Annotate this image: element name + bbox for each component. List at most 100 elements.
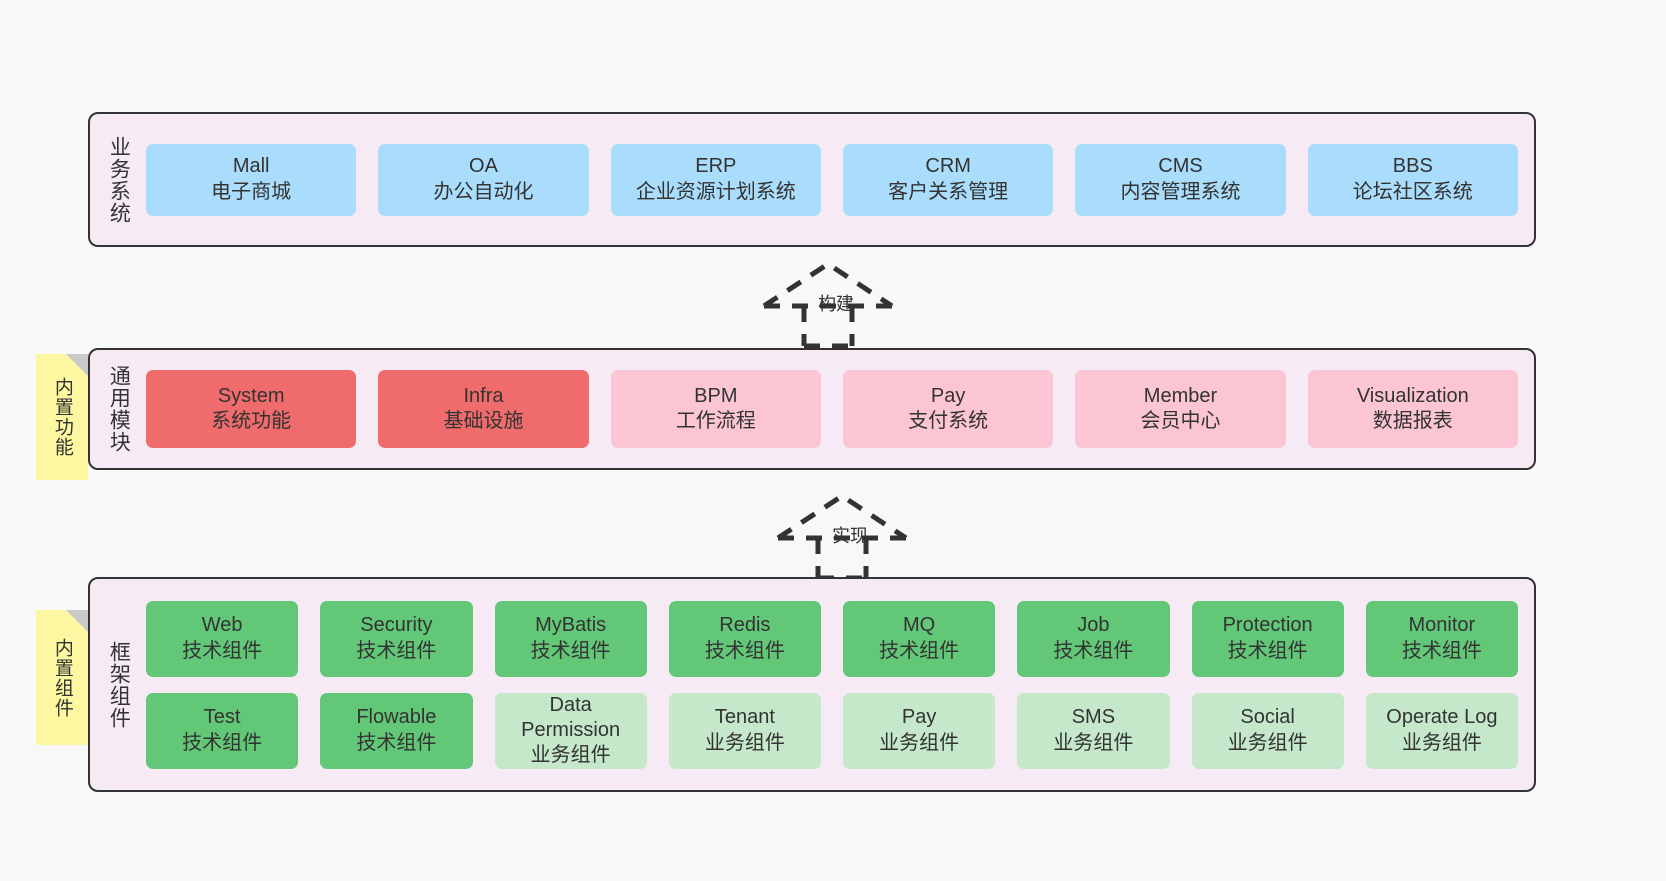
card-title-cn: 基础设施	[443, 410, 524, 432]
card-operate-log[interactable]: Operate Log 业务组件	[1365, 692, 1518, 769]
card-bbs[interactable]: BBS 论坛社区系统	[1307, 143, 1518, 216]
card-title-en: Mall	[232, 155, 270, 178]
card-title-cn: 工作流程	[675, 410, 756, 432]
card-title-cn: 业务组件	[1053, 731, 1134, 754]
card-title-cn: 电子商城	[211, 180, 292, 203]
layer-title-common-modules: 通用模块	[107, 365, 131, 453]
layer-title-business-systems: 业务系统	[107, 135, 131, 224]
layer-body-business-systems: Mall 电子商城 OA 办公自动化 ERP 企业资源计划系统 CRM 客户关系…	[146, 114, 1534, 245]
card-crm[interactable]: CRM 客户关系管理	[842, 143, 1054, 216]
sticky-note-builtin-features: 内置功能	[36, 354, 88, 480]
card-row: Mall 电子商城 OA 办公自动化 ERP 企业资源计划系统 CRM 客户关系…	[146, 143, 1518, 216]
card-redis[interactable]: Redis 技术组件	[668, 600, 821, 677]
card-title-cn: 业务组件	[1401, 731, 1482, 754]
card-title-cn: 技术组件	[704, 639, 785, 662]
card-pay-module[interactable]: Pay 支付系统	[842, 370, 1054, 448]
card-flowable[interactable]: Flowable 技术组件	[320, 692, 473, 769]
card-social[interactable]: Social 业务组件	[1191, 692, 1344, 769]
card-title-en: Member	[1143, 384, 1218, 407]
connector-build: 构建	[756, 258, 946, 348]
layer-framework-components: 框架组件 Web 技术组件 Security 技术组件 MyBatis 技术组件…	[88, 577, 1536, 792]
card-system[interactable]: System 系统功能	[146, 370, 357, 448]
card-title-en: Visualization	[1356, 384, 1469, 407]
card-test[interactable]: Test 技术组件	[146, 692, 299, 769]
connector-implement: 实现	[770, 490, 960, 580]
card-title-en: OA	[469, 155, 498, 178]
layer-body-common-modules: System 系统功能 Infra 基础设施 BPM 工作流程 Pay 支付系统…	[146, 350, 1534, 468]
card-title-en: BPM	[694, 384, 738, 407]
card-title-cn: 技术组件	[182, 731, 263, 754]
card-title-en: CMS	[1158, 155, 1203, 178]
card-title-cn: 业务组件	[879, 731, 960, 754]
card-title-en: CRM	[925, 155, 971, 178]
card-visualization[interactable]: Visualization 数据报表	[1307, 370, 1518, 448]
card-title-en: System	[217, 384, 285, 407]
card-oa[interactable]: OA 办公自动化	[378, 143, 589, 216]
card-title-cn: 企业资源计划系统	[635, 180, 796, 203]
card-protection[interactable]: Protection 技术组件	[1191, 600, 1344, 677]
build-arrow-icon	[762, 261, 894, 348]
card-web[interactable]: Web 技术组件	[146, 600, 299, 677]
card-title-en: Security	[360, 614, 433, 637]
card-pay-component[interactable]: Pay 业务组件	[843, 692, 996, 769]
layer-body-framework-components: Web 技术组件 Security 技术组件 MyBatis 技术组件 Redi…	[146, 579, 1534, 790]
card-bpm[interactable]: BPM 工作流程	[610, 370, 821, 448]
card-title-cn: 技术组件	[1053, 639, 1134, 662]
card-title-cn: 技术组件	[182, 639, 263, 662]
card-title-en: Web	[201, 614, 243, 637]
card-security[interactable]: Security 技术组件	[320, 600, 473, 677]
layer-business-systems: 业务系统 Mall 电子商城 OA 办公自动化 ERP 企业资源计划系统 CRM…	[88, 112, 1536, 247]
layer-common-modules: 通用模块 System 系统功能 Infra 基础设施 BPM 工作流程 Pay…	[88, 348, 1536, 470]
card-title-en: Monitor	[1408, 614, 1476, 637]
card-title-cn: 业务组件	[530, 744, 611, 767]
connector-label-build: 构建	[818, 294, 854, 314]
card-title-cn: 业务组件	[1227, 731, 1308, 754]
card-title-cn: 系统功能	[211, 410, 292, 432]
card-title-en: Flowable	[356, 706, 437, 729]
card-title-cn: 客户关系管理	[888, 180, 1009, 203]
card-sms[interactable]: SMS 业务组件	[1017, 692, 1170, 769]
card-row: System 系统功能 Infra 基础设施 BPM 工作流程 Pay 支付系统…	[146, 370, 1518, 448]
card-erp[interactable]: ERP 企业资源计划系统	[610, 143, 821, 216]
card-title-cn: 业务组件	[704, 731, 785, 754]
card-infra[interactable]: Infra 基础设施	[378, 370, 589, 448]
card-title-en: MyBatis	[535, 614, 607, 637]
card-title-en: Operate Log	[1386, 706, 1498, 729]
card-member[interactable]: Member 会员中心	[1075, 370, 1286, 448]
card-data-permission[interactable]: Data Permission 业务组件	[494, 692, 647, 769]
card-row: Test 技术组件 Flowable 技术组件 Data Permission …	[146, 692, 1518, 769]
card-title-en: ERP	[695, 155, 737, 178]
card-mq[interactable]: MQ 技术组件	[843, 600, 996, 677]
card-title-en: Social	[1240, 706, 1295, 729]
card-title-en: Data Permission	[521, 693, 621, 741]
card-title-en: BBS	[1392, 155, 1433, 178]
card-title-cn: 技术组件	[1401, 639, 1482, 662]
card-title-en: MQ	[903, 614, 936, 637]
card-title-cn: 数据报表	[1372, 410, 1453, 432]
card-title-en: Test	[203, 706, 241, 729]
card-mall[interactable]: Mall 电子商城	[146, 143, 357, 216]
card-row: Web 技术组件 Security 技术组件 MyBatis 技术组件 Redi…	[146, 600, 1518, 677]
card-title-en: Job	[1077, 614, 1110, 637]
card-title-en: Protection	[1222, 614, 1313, 637]
sticky-note-label: 内置组件	[51, 637, 73, 718]
card-job[interactable]: Job 技术组件	[1017, 600, 1170, 677]
card-title-cn: 会员中心	[1140, 410, 1221, 432]
card-title-cn: 支付系统	[908, 410, 989, 432]
layer-title-framework-components: 框架组件	[107, 640, 131, 729]
card-monitor[interactable]: Monitor 技术组件	[1365, 600, 1518, 677]
card-title-cn: 技术组件	[356, 731, 437, 754]
connector-label-implement: 实现	[832, 526, 868, 546]
card-title-cn: 办公自动化	[433, 180, 534, 203]
card-cms[interactable]: CMS 内容管理系统	[1075, 143, 1286, 216]
card-title-cn: 技术组件	[356, 639, 437, 662]
note-fold-corner-icon	[66, 610, 88, 632]
card-title-en: Infra	[463, 384, 504, 407]
card-tenant[interactable]: Tenant 业务组件	[668, 692, 821, 769]
card-title-en: Pay	[930, 384, 966, 407]
card-title-en: Tenant	[714, 706, 775, 729]
card-title-en: Redis	[719, 614, 771, 637]
card-mybatis[interactable]: MyBatis 技术组件	[494, 600, 647, 677]
sticky-note-builtin-components: 内置组件	[36, 610, 88, 745]
